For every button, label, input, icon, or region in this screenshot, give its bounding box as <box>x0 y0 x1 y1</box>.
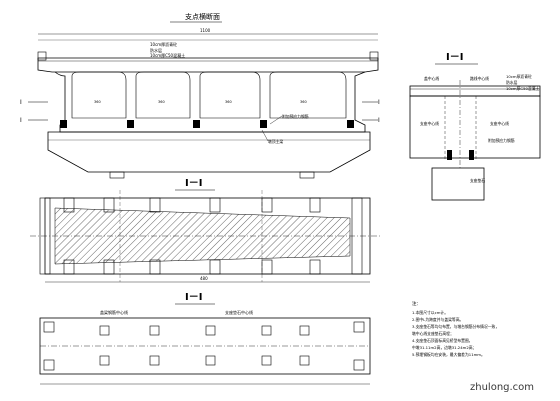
overall-dim: 1100 <box>200 28 211 33</box>
section-web <box>409 95 541 159</box>
lower-plan-right-label: 支座垫石中心线 <box>225 309 253 315</box>
deck-slab <box>37 57 379 73</box>
notes-block: 注： 1.本图尺寸以cm计。 2.图中L为跨度并与盖梁等高。 3.支座垫石等均匀… <box>412 300 499 357</box>
section-top-label-1: 10cm厚沥青砼 <box>506 74 532 79</box>
note-3: 3.支座垫石等均匀布置，与墩台钢筋分布情况一致， <box>412 324 499 329</box>
span-label-3: 360 <box>225 100 232 104</box>
section-mark-left-2: I <box>20 117 22 124</box>
note-6: 中墩31.11m2高，边墩31.24m2高； <box>412 345 476 350</box>
notes-title: 注： <box>412 300 421 307</box>
plan-hatch <box>54 207 351 265</box>
watermark: zhulong.com <box>470 382 534 393</box>
section-base-label: 支座垫石 <box>470 178 485 183</box>
lower-plan-left-label: 盖梁钢筋中心线 <box>100 309 128 315</box>
lower-plan-title: I－I <box>185 292 202 303</box>
elevation-view: 支点横断面 1100 10cm厚沥青砼 防水层 10cm厚C50混凝土 360 … <box>20 12 380 179</box>
span-label-2: 360 <box>158 100 165 104</box>
deck-layer-3: 10cm厚C50混凝土 <box>150 52 185 58</box>
lower-plan-view: I－I 盖梁钢筋中心线 支座垫石中心线 <box>39 292 371 385</box>
section-mark-left: I <box>20 99 22 106</box>
elevation-title: 支点横断面 <box>185 12 220 21</box>
section-top-label-3: 10cm厚C50混凝土 <box>506 86 539 91</box>
section-mark-d: 支座中心线 <box>490 121 509 126</box>
plan-dim: 480 <box>200 276 208 281</box>
section-mark-a: 盖中心线 <box>424 76 439 81</box>
note-4: 墩中心线支座垫石高程； <box>412 331 454 336</box>
section-mark-c: 支座中心线 <box>420 121 439 126</box>
pier-cap <box>47 131 371 173</box>
section-mark-right-2: I <box>378 117 380 124</box>
section-mark-b: 路线中心线 <box>470 76 489 81</box>
note-5: 4.支座垫石顶面标高见桥型布置图， <box>412 338 473 343</box>
span-label-1: 360 <box>94 100 101 104</box>
note-1: 1.本图尺寸以cm计。 <box>412 310 448 315</box>
section-title: I－I <box>446 52 463 63</box>
deck-layer-1: 10cm厚沥青砼 <box>150 41 177 47</box>
plan-view: I－I 480 <box>30 178 380 283</box>
section-view: I－I 10cm厚沥青砼 防水层 10cm厚C50混凝土 盖中心线 路线中心线 … <box>409 52 541 201</box>
note-7: 5.预埋钢板均在安装，最大偏差为11mm。 <box>412 352 485 357</box>
deck-layer-2: 防水层 <box>150 47 162 53</box>
note-2: 2.图中L为跨度并与盖梁等高。 <box>412 317 463 322</box>
girder-cells <box>54 71 366 133</box>
section-mark-right: I <box>378 99 380 106</box>
section-mark-e: 附加预应力钢筋 <box>488 138 515 143</box>
plan-title: I－I <box>185 178 202 189</box>
section-pedestal <box>431 167 485 201</box>
callout-reinforcement: 附加预应力钢筋 <box>282 114 309 119</box>
span-label-4: 360 <box>300 100 307 104</box>
callout-pier: 墩顶主梁 <box>268 139 283 144</box>
section-top-label-2: 防水层 <box>506 80 518 85</box>
